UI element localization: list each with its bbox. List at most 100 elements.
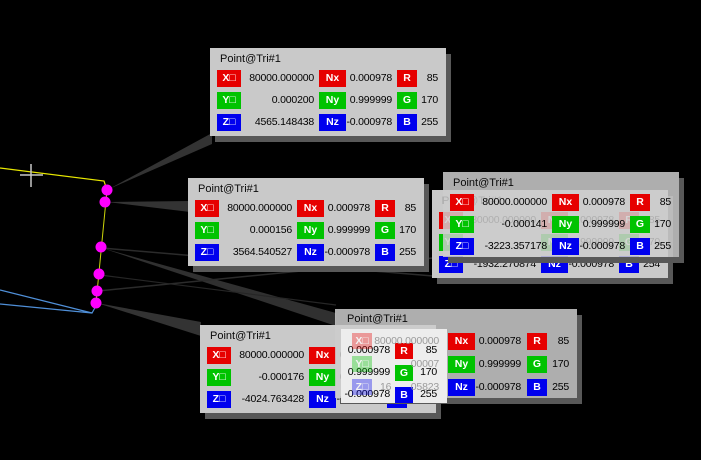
normal-chip-ny: Ny bbox=[448, 356, 475, 373]
y-value: 0.000156 bbox=[249, 224, 292, 236]
y-row: Y□ 0.000156 Ny 0.999999 G 170 bbox=[188, 222, 424, 240]
axis-chip-y: Y□ bbox=[450, 216, 474, 233]
blue-edge-lower bbox=[0, 303, 93, 314]
r-value: 85 bbox=[426, 72, 438, 84]
y-value: -0.000141 bbox=[501, 218, 548, 230]
ghost-redraw-patch: 0.000978 R 85 0.999999 G 170 -0.000978 B… bbox=[341, 329, 447, 403]
y-row: Y□ 0.000200 Ny 0.999999 G 170 bbox=[210, 92, 446, 110]
normal-chip-ny: Ny bbox=[319, 92, 346, 109]
b-value: 255 bbox=[421, 116, 438, 128]
normal-chip-ny: Ny bbox=[297, 222, 324, 239]
axis-chip-z: Z□ bbox=[450, 238, 474, 255]
z-row: Z□ -3223.357178 Nz -0.000978 B 255 bbox=[443, 238, 679, 256]
color-chip-b: B bbox=[397, 114, 417, 131]
leader-wedge-bottomright-panel bbox=[102, 248, 336, 326]
x-value: 80000.000000 bbox=[249, 72, 314, 84]
tooltip-title: Point@Tri#1 bbox=[347, 313, 408, 325]
ny-value: 0.999999 bbox=[327, 224, 370, 236]
vertex-point-5[interactable] bbox=[91, 285, 103, 297]
color-chip-b: B bbox=[375, 244, 395, 261]
x-value: 80000.000000 bbox=[482, 196, 547, 208]
z-value: -3223.357178 bbox=[484, 240, 548, 252]
normal-chip-nz: Nz bbox=[541, 256, 568, 273]
ghost-y-row: 0.999999 G 170 bbox=[341, 365, 447, 382]
axis-chip-y: Y□ bbox=[195, 222, 219, 239]
nx-value: 0.000978 bbox=[349, 72, 392, 84]
normal-chip-nx: Nx bbox=[448, 333, 475, 350]
r-value: 85 bbox=[404, 202, 416, 214]
nz-value: -0.000978 bbox=[346, 116, 393, 128]
vertex-point-6[interactable] bbox=[90, 297, 102, 309]
normal-chip-ny: Ny bbox=[552, 216, 579, 233]
tooltip-panel-bottom-right: Point@Tri#1 Nx 0.000978 R 85 Ny 0.999999… bbox=[335, 309, 577, 398]
ny-value: 0.999999 bbox=[478, 358, 521, 370]
x-value: 80000.000000 bbox=[239, 349, 304, 361]
leader-wedge-midleft-panel bbox=[107, 201, 190, 212]
axis-chip-x: X□ bbox=[450, 194, 474, 211]
x-row: X□ 80000.000000 Nx 0.000978 R 85 bbox=[443, 194, 679, 212]
b-value-ghost: 255 bbox=[420, 388, 437, 400]
axis-chip-y: Y□ bbox=[217, 92, 241, 109]
nz-value: -0.000978 bbox=[568, 258, 615, 270]
z-row: Z□ -1932.270874 Nz -0.000978 B 254 bbox=[432, 256, 668, 274]
tooltip-title: Point@Tri#1 bbox=[453, 177, 514, 189]
x-row: Nx 0.000978 R 85 bbox=[335, 333, 577, 351]
nz-value: -0.000978 bbox=[324, 246, 371, 258]
b-value: 255 bbox=[654, 240, 671, 252]
color-chip-r: R bbox=[395, 343, 413, 359]
yellow-edge bbox=[0, 167, 108, 191]
nx-value: 0.000978 bbox=[582, 196, 625, 208]
nz-value-ghost: -0.000978 bbox=[344, 388, 391, 400]
nx-value-ghost: 0.000978 bbox=[347, 344, 390, 356]
axis-chip-z: Z□ bbox=[439, 256, 463, 273]
g-value: 170 bbox=[421, 94, 438, 106]
vertex-point-3[interactable] bbox=[95, 241, 107, 253]
b-value: 254 bbox=[643, 258, 660, 270]
axis-chip-z: Z□ bbox=[195, 244, 219, 261]
axis-chip-x: X□ bbox=[217, 70, 241, 87]
ny-value: 0.999999 bbox=[349, 94, 392, 106]
color-chip-r: R bbox=[527, 333, 547, 350]
color-chip-r: R bbox=[630, 194, 650, 211]
b-value: 255 bbox=[552, 381, 569, 393]
color-chip-g: G bbox=[375, 222, 395, 239]
normal-chip-ny: Ny bbox=[309, 369, 336, 386]
color-chip-b: B bbox=[619, 256, 639, 273]
color-chip-g: G bbox=[630, 216, 650, 233]
normal-chip-nz: Nz bbox=[552, 238, 579, 255]
color-chip-r: R bbox=[375, 200, 395, 217]
normal-chip-nz: Nz bbox=[319, 114, 346, 131]
ghost-x-row: 0.000978 R 85 bbox=[341, 343, 447, 360]
z-row: Z□ 4565.148438 Nz -0.000978 B 255 bbox=[210, 114, 446, 132]
vertex-point-1[interactable] bbox=[101, 184, 113, 196]
b-value: 255 bbox=[399, 246, 416, 258]
tooltip-panel-mid-left: Point@Tri#1 X□ 80000.000000 Nx 0.000978 … bbox=[188, 178, 424, 266]
tooltip-title: Point@Tri#1 bbox=[210, 330, 271, 342]
nx-value: 0.000978 bbox=[478, 335, 521, 347]
axis-chip-z: Z□ bbox=[207, 391, 231, 408]
g-value: 170 bbox=[552, 358, 569, 370]
normal-chip-nx: Nx bbox=[319, 70, 346, 87]
crosshair-cursor[interactable] bbox=[20, 164, 43, 187]
g-value: 170 bbox=[399, 224, 416, 236]
y-value: -0.000176 bbox=[258, 371, 305, 383]
y-row: Ny 0.999999 G 170 bbox=[335, 356, 577, 374]
x-row: X□ 80000.000000 Nx 0.000978 R 85 bbox=[188, 200, 424, 218]
leader-wedge-bottomleft-panel bbox=[97, 303, 201, 336]
normal-chip-nx: Nx bbox=[552, 194, 579, 211]
color-chip-r: R bbox=[397, 70, 417, 87]
y-value: 0.000200 bbox=[271, 94, 314, 106]
nz-value: -0.000978 bbox=[579, 240, 626, 252]
vertex-point-4[interactable] bbox=[93, 268, 105, 280]
axis-chip-z: Z□ bbox=[217, 114, 241, 131]
z-row: Nz -0.000978 B 255 bbox=[335, 379, 577, 397]
ny-value: 0.999999 bbox=[582, 218, 625, 230]
nz-value: -0.000978 bbox=[475, 381, 522, 393]
r-value-ghost: 85 bbox=[425, 344, 437, 356]
vertex-point-2[interactable] bbox=[99, 196, 111, 208]
z-value: -1932.270874 bbox=[473, 258, 537, 270]
z-value: 4565.148438 bbox=[254, 116, 314, 128]
r-value: 85 bbox=[557, 335, 569, 347]
g-value-ghost: 170 bbox=[420, 366, 437, 378]
